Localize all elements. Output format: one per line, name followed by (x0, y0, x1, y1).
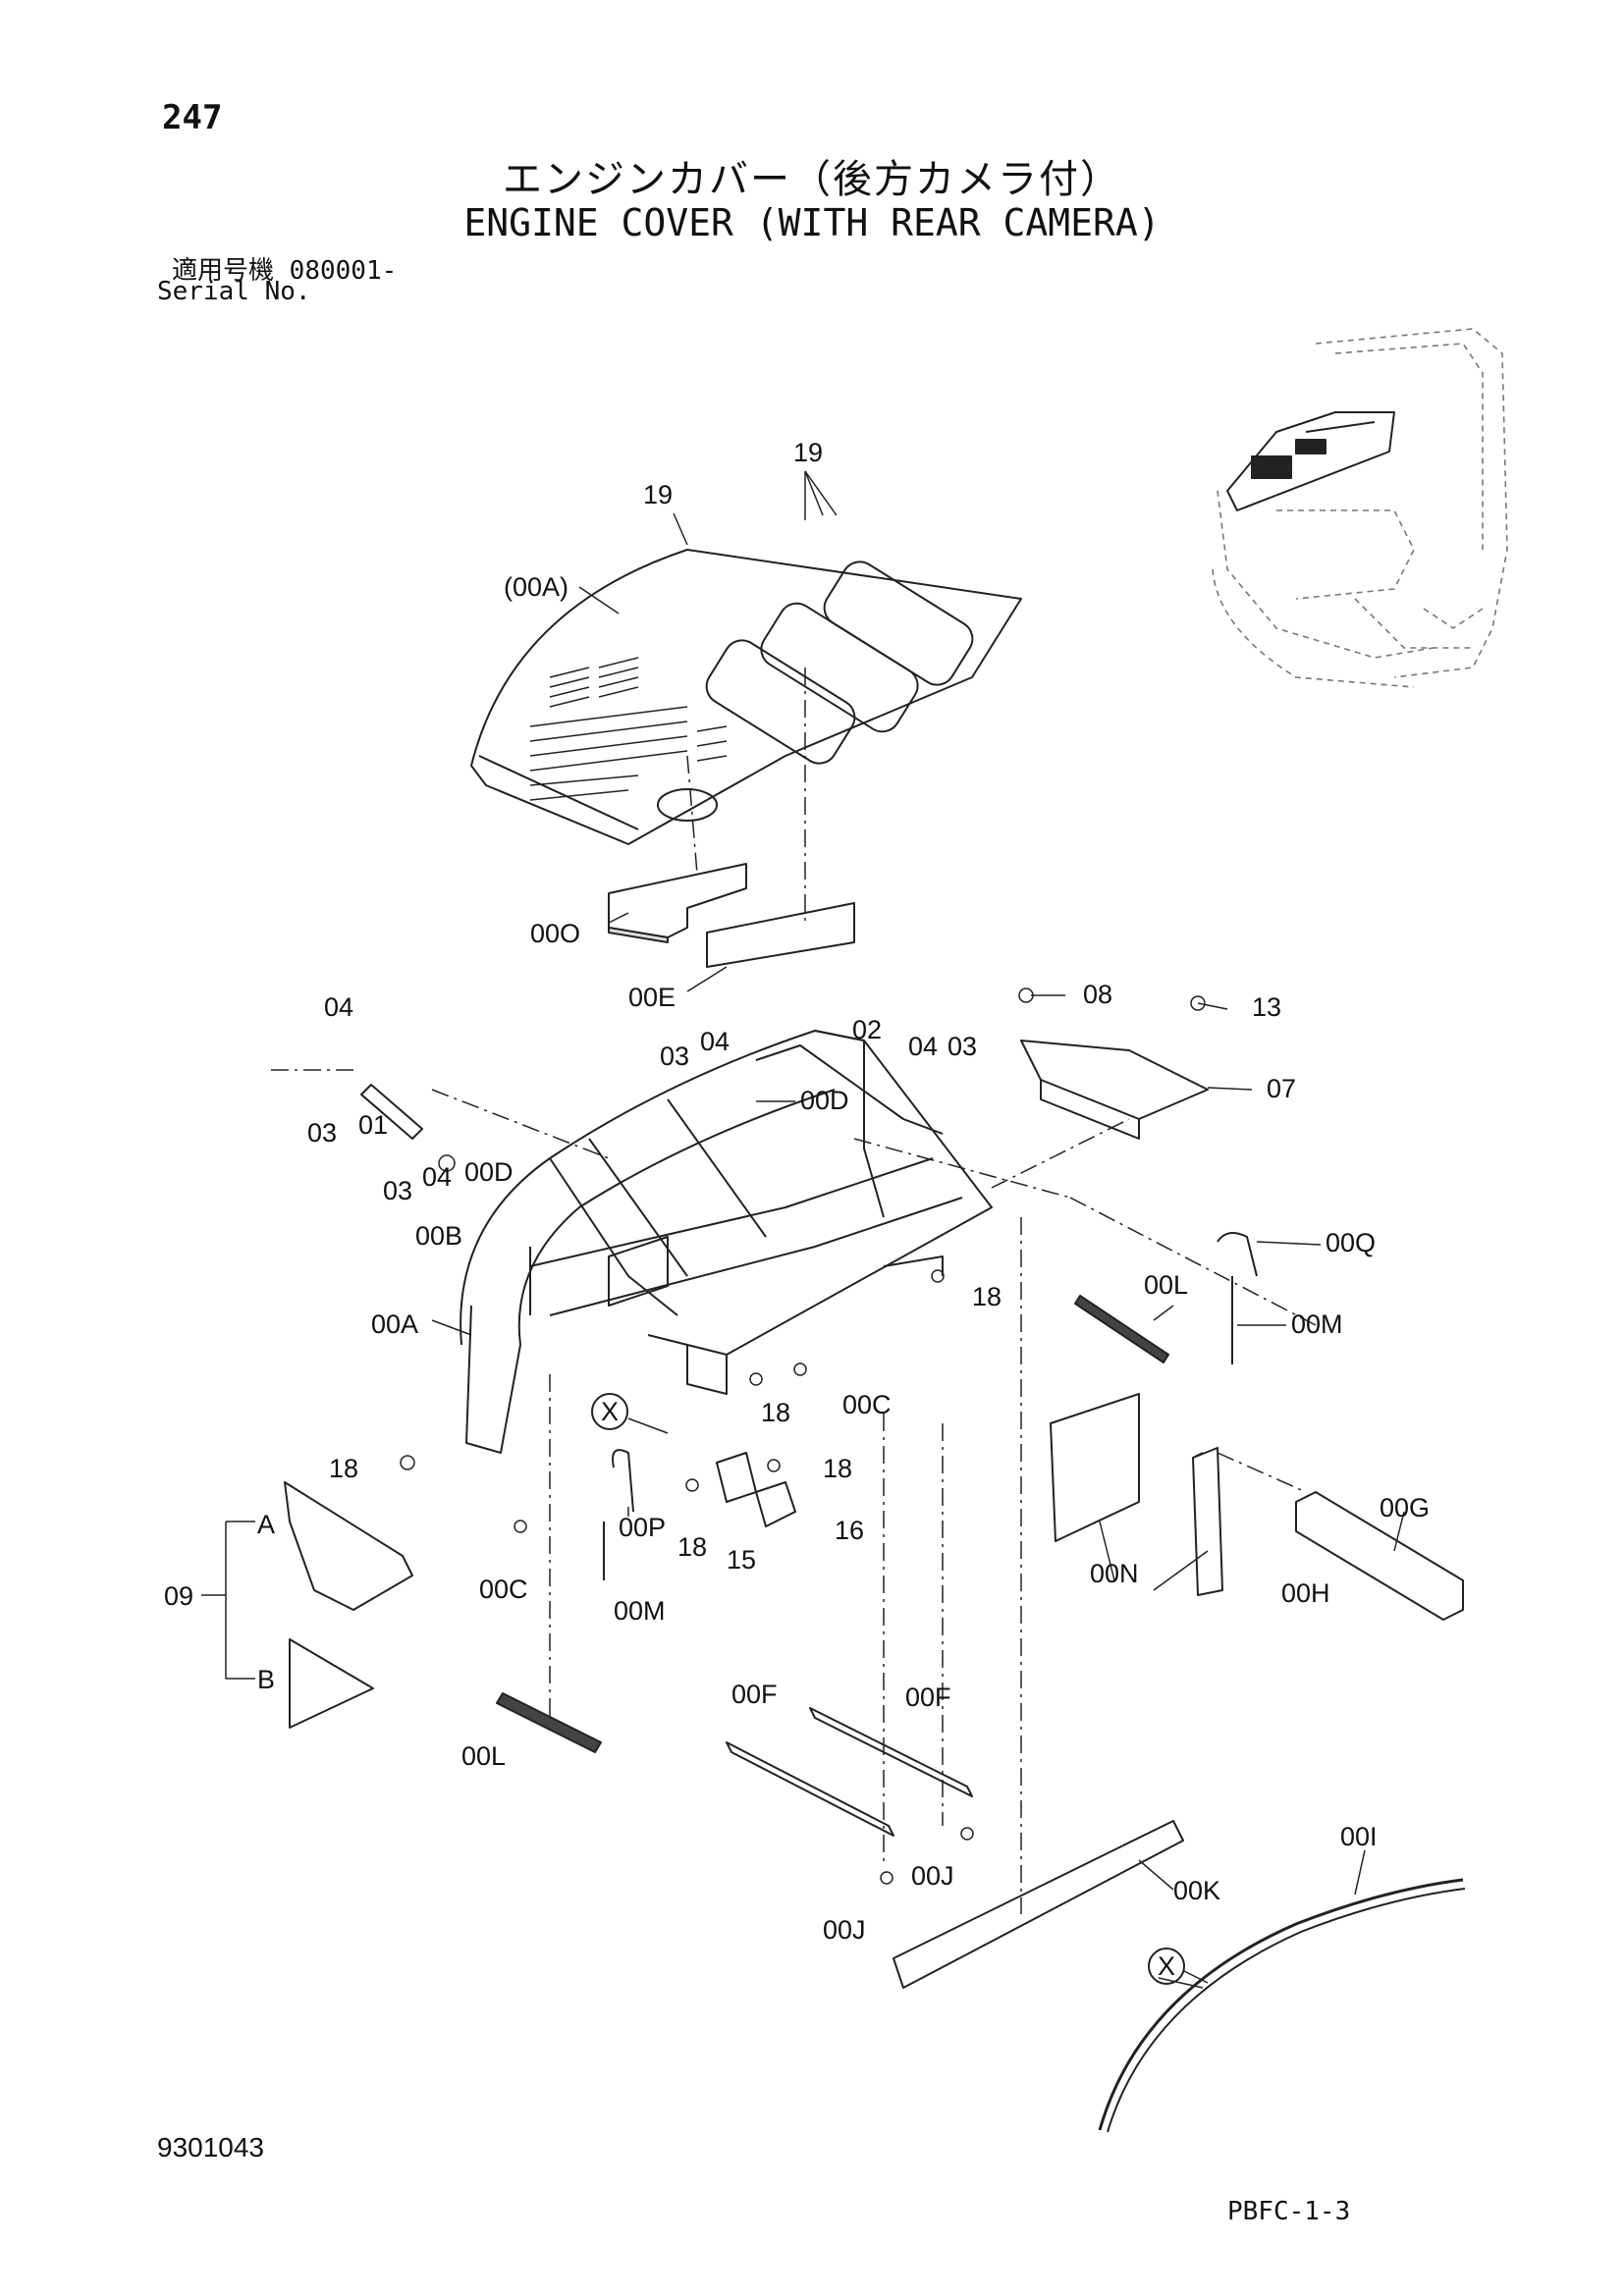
callout-00P: 00P (619, 1513, 666, 1542)
callout-00D-center: 00D (800, 1086, 849, 1115)
callout-00C-left: 00C (479, 1575, 528, 1604)
callout-02: 02 (852, 1015, 882, 1044)
callout-00K: 00K (1173, 1876, 1220, 1905)
bracket-15 (716, 1452, 757, 1503)
bracket-16 (755, 1481, 796, 1527)
title-english: ENGINE COVER (WITH REAR CAMERA) (463, 201, 1161, 244)
rod-00Q (1217, 1232, 1258, 1277)
rod-00P (612, 1449, 634, 1513)
rubber-00L-bottom (496, 1692, 602, 1753)
marker-X-strip-label: X (1158, 1951, 1175, 1981)
callout-00L-right: 00L (1144, 1270, 1188, 1300)
callout-00M-right: 00M (1291, 1309, 1343, 1339)
marker-X-frame (591, 1393, 628, 1430)
callout-18-right: 18 (972, 1282, 1001, 1311)
callout-00J-right: 00J (911, 1861, 954, 1891)
machine-inset-view (1212, 328, 1508, 688)
serial-applicability: 適用号機 080001- (172, 250, 397, 287)
callout-00M-left: 00M (614, 1596, 666, 1626)
callout-09: 09 (164, 1581, 193, 1611)
callout-00D-left: 00D (464, 1157, 514, 1187)
panel-09-A (284, 1481, 413, 1611)
callout-00I: 00I (1340, 1822, 1378, 1851)
callout-00A: 00A (371, 1309, 418, 1339)
strip-00I (1098, 1878, 1464, 2131)
callout-00E: 00E (628, 983, 676, 1012)
callout-00J-left: 00J (823, 1915, 866, 1945)
callout-00L-bottom: 00L (461, 1741, 506, 1771)
callout-16: 16 (835, 1516, 864, 1545)
pad-00O (608, 863, 747, 938)
hinge-01 (360, 1084, 423, 1140)
main-engine-cover-frame (460, 1030, 993, 1454)
block-00H (1192, 1447, 1223, 1596)
plate-00F-right (809, 1707, 973, 1797)
title-japanese: エンジンカバー（後方カメラ付） (503, 157, 1121, 202)
callout-A: A (257, 1510, 275, 1539)
callout-04-topleft: 04 (324, 992, 353, 1022)
top-cover-panel (470, 549, 1022, 845)
bar-02 (755, 1044, 944, 1135)
pad-00N (1050, 1393, 1140, 1542)
callout-00F-right: 00F (905, 1682, 951, 1712)
serial-label-jp: 適用号機 (172, 256, 275, 286)
callout-labels: 19 19 (00A) 00O 00E 04 03 01 03 04 03 04… (164, 438, 1430, 1981)
document-number: 9301043 (157, 2132, 265, 2163)
bar-00G (1295, 1491, 1464, 1621)
callout-00Q: 00Q (1326, 1228, 1376, 1257)
pad-00E (706, 902, 855, 968)
rail-00K (893, 1820, 1184, 1989)
callout-08: 08 (1083, 980, 1112, 1009)
page-code: PBFC-1-3 (1227, 2197, 1351, 2226)
callout-00F-left: 00F (731, 1680, 778, 1709)
callout-03-left: 03 (307, 1118, 337, 1148)
callout-13: 13 (1252, 992, 1281, 1022)
callout-04-center: 04 (700, 1027, 730, 1056)
callout-18-bracket: 18 (823, 1454, 852, 1483)
callout-18-left: 18 (329, 1454, 358, 1483)
callout-07: 07 (1267, 1074, 1296, 1103)
marker-X-frame-label: X (601, 1397, 619, 1426)
callout-18-center: 18 (761, 1398, 790, 1427)
panel-09-B (289, 1638, 374, 1729)
callout-00A-top: (00A) (504, 572, 568, 602)
callout-03-center: 03 (660, 1041, 689, 1071)
callout-15: 15 (727, 1545, 756, 1575)
callout-04-right: 04 (908, 1032, 938, 1061)
callout-00C-center: 00C (842, 1390, 892, 1419)
marker-X-strip (1148, 1948, 1185, 1985)
plate-00F-left (726, 1741, 894, 1837)
serial-value: 080001- (289, 256, 398, 286)
inset-engine-cover (1226, 411, 1395, 511)
callout-00O: 00O (530, 919, 580, 948)
callout-00H: 00H (1281, 1578, 1330, 1608)
callout-00B: 00B (415, 1221, 462, 1251)
callout-19-left: 19 (643, 480, 673, 509)
callout-00G: 00G (1380, 1493, 1430, 1522)
rubber-00L-right (1074, 1295, 1169, 1363)
callout-01: 01 (358, 1110, 388, 1140)
callout-B: B (257, 1665, 275, 1694)
serial-label-en: Serial No. (157, 277, 311, 306)
callout-00N: 00N (1090, 1559, 1139, 1588)
callout-03-lower: 03 (383, 1176, 412, 1205)
callout-18-lower: 18 (677, 1532, 707, 1562)
page-number: 247 (162, 98, 223, 137)
bracket-07 (1020, 1040, 1209, 1140)
callout-03-right: 03 (947, 1032, 977, 1061)
callout-04-lower: 04 (422, 1162, 452, 1192)
callout-19-group: 19 (793, 438, 823, 467)
